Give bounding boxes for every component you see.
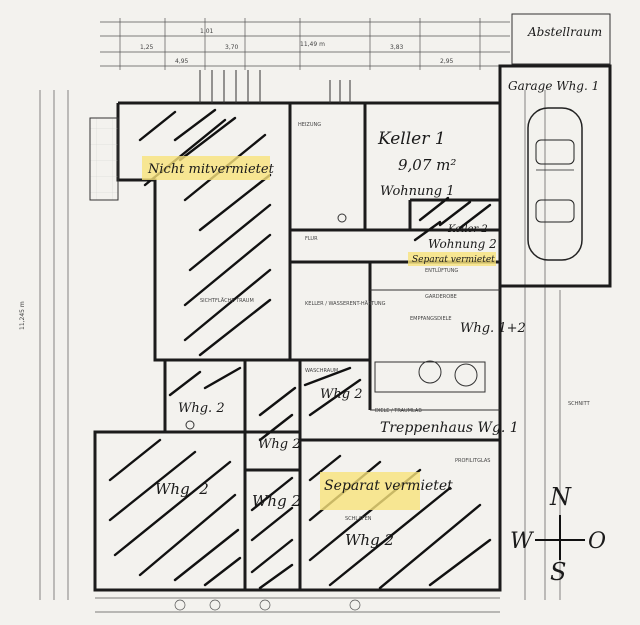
print-bodenglas: PROFILITGLAS	[455, 458, 490, 464]
dim-c: 4,95	[175, 58, 189, 65]
print-schlafen: SCHLAFEN	[345, 516, 372, 522]
left-dimensions: 11,245 m	[19, 90, 69, 600]
compass-w: W	[510, 529, 535, 554]
print-garderobe: GARDEROBE	[425, 294, 457, 300]
label-wohnung1: Wohnung 1	[380, 184, 455, 199]
label-wohnung2: Wohnung 2	[428, 237, 497, 251]
garage	[498, 64, 612, 288]
label-treppenhaus: Treppenhaus Wg. 1	[380, 420, 519, 436]
label-whg2-c: Whg 2	[258, 437, 300, 452]
dim-b: 3,70	[225, 44, 239, 51]
garage-label: Garage Whg. 1	[508, 79, 599, 93]
outer-walls	[89, 101, 502, 592]
dim-f: 1,25	[140, 44, 154, 51]
hatch-nicht-vermietet	[138, 108, 272, 357]
bottom-dimensions	[95, 597, 500, 613]
label-separat-big: Separat vermietet	[324, 478, 453, 494]
dim-total: 11,49 m	[300, 41, 325, 48]
compass: N W O S	[510, 483, 606, 586]
label-whg2-a: Whg. 2	[178, 401, 225, 416]
hatch-lower-left	[108, 438, 242, 587]
highlight-separat-small	[408, 252, 496, 266]
interior-walls	[95, 103, 500, 590]
compass-o: O	[588, 529, 606, 554]
hatch-wohnung2-keller	[413, 196, 492, 242]
label-separat-small: Separat vermietet	[412, 255, 495, 265]
highlight-separat-big	[320, 472, 420, 510]
print-schnitt: SCHNITT	[568, 401, 591, 407]
dim-d: 3,83	[390, 44, 404, 51]
right-dimensions	[524, 90, 561, 600]
label-keller2: Keller 2	[447, 224, 488, 235]
stairs	[199, 70, 351, 103]
label-keller1: Keller 1	[377, 129, 446, 149]
abstellraum-box	[511, 13, 611, 65]
hatch-lower-middle	[250, 476, 294, 590]
print-heizung: HEIZUNG	[298, 122, 321, 128]
dim-a: 1,01	[200, 28, 214, 35]
fixtures	[185, 213, 486, 430]
compass-s: S	[550, 558, 566, 586]
compass-n: N	[549, 483, 572, 511]
label-whg2-d: Whg. 2	[155, 480, 209, 498]
label-whg2-b: Whg 2	[320, 387, 362, 402]
dim-e: 2,95	[440, 58, 454, 65]
hatch-middle	[168, 366, 362, 442]
print-waschraum: WASCHRAUM	[305, 368, 338, 374]
label-whg2-f: Whg 2	[345, 531, 394, 549]
abstellraum-label: Abstellraum	[527, 25, 602, 39]
label-keller1-area: 9,07 m²	[398, 156, 456, 174]
print-keller-wasserent: KELLER / WASSERENT-HÄRTUNG	[305, 300, 386, 307]
highlight-nicht-vermietet	[142, 156, 270, 180]
print-sichtflaeche: SICHTFLÄCHE TRAUM	[200, 297, 254, 304]
label-whg12: Whg. 1+2	[460, 321, 526, 336]
top-dimensions: 11,49 m 1,01 3,70 4,95 3,83 2,95 1,25	[100, 18, 510, 70]
label-whg2-e: Whg 2	[252, 492, 301, 510]
dim-side: 11,245 m	[19, 301, 26, 330]
label-nicht-vermietet: Nicht mitvermietet	[147, 162, 275, 177]
print-entluftung: ENTLÜFTUNG	[425, 267, 458, 274]
print-flur: FLUR	[305, 236, 318, 242]
car-icon	[527, 107, 583, 261]
print-empfangsdiele: EMPFANGSDIELE	[410, 316, 452, 322]
print-diele: DIELE / TRAUMLAB	[375, 408, 422, 414]
